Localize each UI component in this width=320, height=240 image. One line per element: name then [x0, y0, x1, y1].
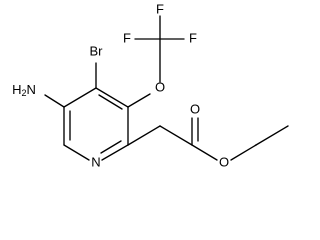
- bond-ch2-carbonyl-carbon: [159, 125, 193, 146]
- ring-double-bond-inner-3: [100, 140, 122, 154]
- ester-oxygen-label: O: [219, 154, 229, 169]
- ring-bond-c2-n: [101, 144, 129, 161]
- bond-ethyl-chain: [255, 125, 289, 146]
- molecule-drawing: H2N Br N O F F F O O: [12, 1, 289, 169]
- bond-c5-amino: [44, 94, 65, 108]
- ring-bond-c5-c4: [63, 87, 97, 108]
- fluorine-left-label: F: [123, 30, 131, 45]
- fluorine-top-label: F: [156, 1, 164, 16]
- structure-diagram: H2N Br N O F F F O O: [12, 1, 289, 170]
- ring-bond-n-c6: [63, 144, 90, 161]
- bromine-label: Br: [90, 43, 104, 58]
- bond-carbonyl-to-ester-oxygen: [191, 144, 218, 161]
- ring-double-bond-inner-2: [98, 94, 123, 110]
- atom-labels: H2N Br N O F F F O O: [12, 1, 229, 169]
- bond-c3-ether-oxygen: [127, 93, 151, 108]
- ether-oxygen-label: O: [155, 79, 165, 94]
- carbonyl-oxygen-label: O: [190, 101, 200, 116]
- bond-group: [44, 15, 289, 161]
- fluorine-right-label: F: [189, 30, 197, 45]
- bond-c2-ch2: [127, 125, 161, 146]
- ring-nitrogen-label: N: [91, 154, 100, 169]
- ring-bond-c4-c3: [95, 87, 129, 108]
- bond-ester-oxygen-ethyl: [230, 144, 257, 161]
- amino-label: H2N: [12, 82, 36, 98]
